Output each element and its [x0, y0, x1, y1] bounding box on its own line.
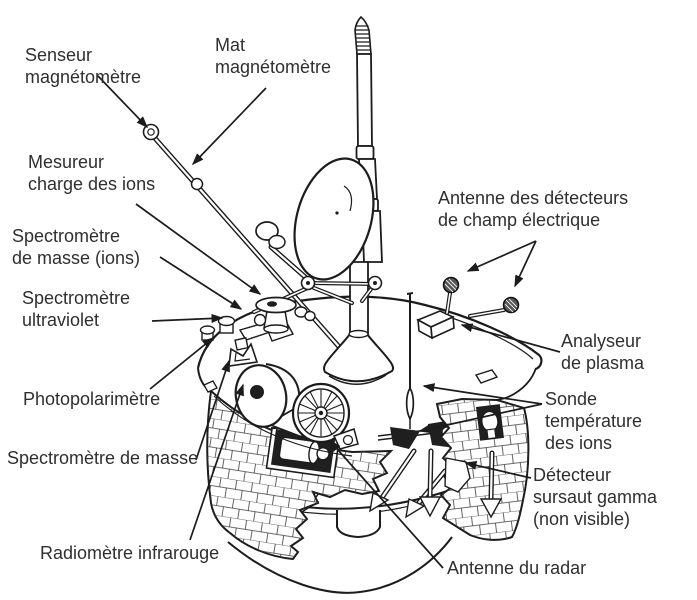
lower-cylinder [336, 510, 381, 539]
arrow-mat-magnetometre [191, 87, 267, 166]
panel-torn-bite [444, 457, 471, 493]
label-spectrometre-ultraviolet: Spectromètre ultraviolet [22, 288, 131, 330]
efield-ball [502, 296, 520, 314]
arrow-efield-1 [466, 240, 537, 272]
label-analyseur-plasma: Analyseur de plasma [561, 331, 645, 373]
arrow-spectrometre-masse [195, 359, 230, 461]
deck-notch-right [474, 369, 499, 384]
top-deck [196, 295, 543, 457]
deck-right-skirt [496, 367, 537, 401]
arrow-spectrometre-masse-ions [159, 256, 243, 310]
efield-antennas [442, 276, 520, 318]
arrow-radiometre-infrarouge [189, 383, 244, 541]
label-sonde-temperature-ions: Sonde température des ions [545, 389, 643, 453]
deck-back-edge [196, 295, 543, 370]
deck-instruments [199, 296, 359, 450]
arrow-senseur-magnetometre [97, 75, 149, 129]
knob-instrument-small [199, 325, 216, 341]
front-post [479, 450, 503, 519]
antenna-mount-bell [323, 329, 394, 385]
arrow-mesureur-charge-ions [135, 203, 262, 295]
arrow-sonde-1 [422, 383, 543, 405]
mast-spiral-tip [354, 15, 372, 55]
boom-end-knob [255, 221, 279, 241]
antenna-mast [349, 15, 383, 337]
mushroom-instrument [253, 296, 297, 334]
arrow-sonde-2 [418, 403, 543, 434]
label-antenne-detecteurs-champ: Antenne des détecteurs de champ électriq… [438, 188, 629, 230]
chevron-bracket-instrument [228, 337, 259, 367]
hanging-posts [418, 448, 442, 518]
label-mesureur-charge-ions: Mesureur charge des ions [28, 152, 156, 194]
drum-bottom-rim [227, 536, 453, 594]
efield-ball [442, 276, 460, 294]
label-senseur-magnetometre: Senseur magnétomètre [25, 45, 142, 87]
arrow-detecteur-gamma [464, 460, 532, 479]
dish-antenna [293, 157, 375, 281]
label-detecteur-sursaut-gamma: Détecteur sursaut gamma (non visible) [533, 465, 658, 529]
label-mat-magnetometre: Mat magnétomètre [215, 35, 332, 77]
deck-notch-left [203, 380, 218, 393]
label-photopolarimetre: Photopolarimètre [23, 389, 161, 409]
solar-panel-right [435, 397, 530, 541]
equipment-dark-wedge [390, 427, 420, 449]
right-panel-opening [476, 404, 504, 441]
knob-instrument [217, 315, 236, 334]
plasma-analyzer-box [416, 310, 455, 340]
arrow-antenne-radar [329, 439, 444, 569]
arrow-spectrometre-ultraviolet [151, 313, 224, 323]
label-spectrometre-masse: Spectromètre de masse [7, 448, 199, 468]
drum-instrument [234, 363, 308, 439]
arrow-photopolarimetre [149, 337, 215, 390]
boom-hinge [190, 177, 204, 191]
label-antenne-radar: Antenne du radar [447, 558, 587, 578]
label-radiometre-infrarouge: Radiomètre infrarouge [40, 543, 220, 563]
annotation-arrows [97, 75, 561, 569]
arrow-analyseur-plasma [460, 323, 561, 353]
label-spectrometre-masse-ions: Spectromètre de masse (ions) [12, 226, 141, 268]
arrow-efield-2 [514, 240, 537, 288]
spoked-wheel-radar-antenna [291, 382, 359, 450]
ion-temperature-probe [405, 292, 415, 429]
